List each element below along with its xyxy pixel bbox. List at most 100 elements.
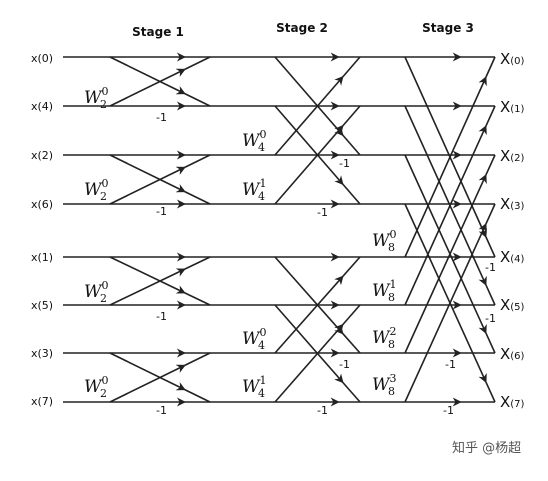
stage1-cross (109, 268, 186, 306)
minus-one-label: -1 (443, 404, 454, 417)
input-label: x(1) (31, 251, 53, 264)
stage1-cross (109, 154, 186, 193)
stage1-cross (109, 56, 186, 95)
stage2-cross (274, 124, 344, 205)
watermark: 知乎 @杨超 (452, 440, 521, 456)
input-label: x(3) (31, 347, 53, 360)
output-label: X(4) (500, 248, 525, 266)
stage1-cross (184, 389, 211, 403)
minus-one-label: -1 (339, 358, 350, 371)
stage2-cross (274, 105, 344, 186)
stage2-cross (274, 323, 344, 403)
butterfly-network (63, 52, 496, 407)
stage3-cross (485, 381, 496, 403)
input-label: x(6) (31, 198, 53, 211)
stage2-cross (342, 134, 361, 156)
stage1-minus-one-labels: -1 -1 -1 -1 (156, 111, 167, 417)
stage2-minus-one-labels: -1 -1 -1 -1 (317, 157, 350, 417)
output-labels: X(0) X(1) X(2) X(3) X(4) X(5) X(6) X(7) (500, 50, 525, 411)
stage1-cross (184, 191, 211, 205)
input-label: x(4) (31, 100, 53, 113)
input-label: x(5) (31, 299, 53, 312)
stage2-cross (342, 304, 361, 325)
stage3-cross (404, 76, 487, 258)
stage1-cross (184, 256, 211, 270)
stage3-cross (485, 236, 496, 258)
input-label: x(0) (31, 52, 53, 65)
stage3-cross (485, 56, 496, 78)
minus-one-label: -1 (445, 358, 456, 371)
stage1-cross (184, 93, 211, 107)
minus-one-label: -1 (156, 404, 167, 417)
stage1-cross (184, 56, 211, 70)
stage3-cross (404, 56, 487, 238)
output-label: X(5) (500, 296, 525, 314)
stage3-minus-one-labels: -1 -1 -1 -1 (443, 261, 496, 417)
stage3-cross (404, 203, 487, 384)
stage3-cross (485, 154, 496, 176)
minus-one-label: -1 (317, 206, 328, 219)
stage-1-title: Stage 1 (132, 25, 184, 39)
stage-3-title: Stage 3 (422, 21, 474, 35)
stage3-cross (485, 284, 496, 306)
output-label: X(0) (500, 50, 525, 68)
input-label: x(7) (31, 395, 53, 408)
output-label: X(2) (500, 147, 525, 165)
minus-one-label: -1 (485, 312, 496, 325)
stage1-cross (109, 352, 186, 391)
stage2-cross (274, 304, 344, 384)
output-label: X(7) (500, 393, 525, 411)
stage1-cross (184, 154, 211, 168)
stage3-cross (404, 222, 487, 403)
stage1-cross (109, 364, 186, 403)
minus-one-label: -1 (156, 205, 167, 218)
stage2-cross (342, 382, 361, 403)
stage3-cross (404, 125, 487, 306)
stage3-cross (485, 332, 496, 354)
stage2-cross (274, 75, 344, 156)
stage2-cross (342, 56, 361, 78)
input-labels: x(0) x(4) x(2) x(6) x(1) x(5) x(3) x(7) (31, 52, 53, 408)
stage1-cross (184, 352, 211, 366)
minus-one-label: -1 (156, 111, 167, 124)
stage1-cross (109, 68, 186, 107)
stage3-cross (404, 173, 487, 354)
stage2-cross (274, 275, 344, 354)
stage2-cross (342, 183, 361, 205)
output-label: X(3) (500, 195, 525, 213)
stage2-cross (342, 256, 361, 277)
output-label: X(1) (500, 98, 525, 116)
stage2-cross (342, 105, 361, 127)
stage3-cross (485, 105, 496, 127)
stage1-cross (109, 256, 186, 294)
stage3-cross (404, 154, 487, 335)
stage3-cross (485, 203, 496, 225)
stage2-cross (274, 256, 344, 335)
stage1-cross (184, 292, 211, 306)
minus-one-label: -1 (156, 310, 167, 323)
output-label: X(6) (500, 345, 525, 363)
stage3-cross (404, 105, 487, 286)
stage2-cross (274, 56, 344, 137)
minus-one-label: -1 (317, 404, 328, 417)
minus-one-label: -1 (339, 157, 350, 170)
stage-2-title: Stage 2 (276, 21, 328, 35)
stage2-cross (342, 333, 361, 354)
minus-one-label: -1 (485, 261, 496, 274)
